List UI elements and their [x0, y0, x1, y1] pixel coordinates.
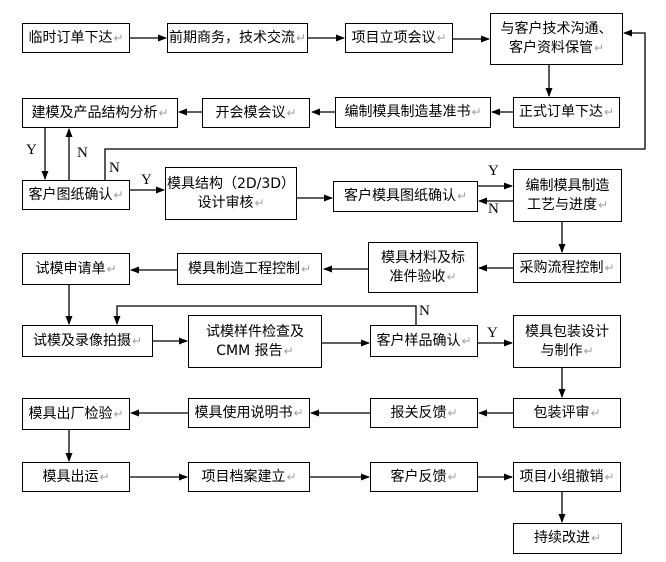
node-sample-confirm: 客户样品确认↵	[370, 325, 478, 357]
node-manufacture-control: 模具制造工程控制↵	[177, 253, 322, 285]
node-label: 正式订单下达	[518, 104, 603, 120]
node-formal-order: 正式订单下达↵	[513, 97, 620, 128]
paragraph-mark: ↵	[113, 187, 124, 202]
node-label: 前期商务，技术交流	[168, 29, 295, 46]
branch-label-yes-modeling-to-drawing: Y	[26, 142, 37, 158]
node-team-dissolution: 项目小组撤销↵	[513, 462, 621, 492]
paragraph-mark: ↵	[456, 189, 468, 203]
paragraph-mark: ↵	[604, 469, 615, 484]
branch-label-yes-sample-confirm: Y	[487, 325, 498, 341]
node-label: 采购流程控制	[519, 259, 604, 276]
node-customs-feedback: 报关反馈↵	[370, 398, 478, 428]
paragraph-mark: ↵	[583, 343, 594, 358]
paragraph-mark: ↵	[131, 333, 143, 348]
paragraph-mark: ↵	[597, 197, 609, 212]
node-label: 客户反馈	[390, 468, 447, 485]
node-mold-baseline: 编制模具制造基准书↵	[335, 97, 491, 128]
paragraph-mark: ↵	[286, 105, 297, 120]
node-package-design: 模具包装设计 与制作↵	[513, 315, 621, 368]
paragraph-mark: ↵	[604, 260, 615, 275]
paragraph-mark: ↵	[447, 405, 458, 420]
node-sample-cmm: 试模样件检查及 CMM 报告↵	[188, 315, 322, 368]
arrow-sample-confirm-no-to-trial-video	[113, 305, 417, 325]
node-label: 编制模具制造 工艺与进度	[525, 177, 610, 213]
paragraph-mark: ↵	[447, 469, 458, 484]
node-label: 建模及产品结构分析	[31, 104, 158, 121]
node-customer-feedback: 客户反馈↵	[370, 462, 478, 492]
branch-label-yes-mold-drawing: Y	[488, 163, 499, 179]
node-mold-meeting: 开会模会议↵	[202, 98, 310, 128]
node-label: 模具结构（2D/3D） 设计审核	[166, 175, 296, 211]
node-customer-mold-drawing-confirm: 客户模具图纸确认↵	[333, 181, 478, 212]
paragraph-mark: ↵	[300, 261, 312, 276]
paragraph-mark: ↵	[603, 105, 615, 119]
node-modeling-analysis: 建模及产品结构分析↵	[22, 98, 178, 128]
node-label: 试模申请单	[35, 260, 106, 277]
node-label: 试模样件检查及 CMM 报告	[206, 323, 304, 359]
paragraph-mark: ↵	[471, 105, 482, 119]
node-purchase-control: 采购流程控制↵	[513, 253, 621, 283]
node-label: 模具出运	[42, 468, 99, 485]
node-mold-manual: 模具使用说明书↵	[188, 398, 310, 428]
branch-label-no-sample-confirm: N	[419, 303, 430, 319]
node-trial-application: 试模申请单↵	[22, 253, 130, 285]
paragraph-mark: ↵	[461, 333, 472, 348]
paragraph-mark: ↵	[286, 469, 297, 484]
node-label: 客户模具图纸确认	[343, 188, 456, 204]
node-continuous-improvement: 持续改进↵	[513, 523, 622, 554]
paragraph-mark: ↵	[113, 406, 124, 421]
paragraph-mark: ↵	[593, 41, 605, 55]
paragraph-mark: ↵	[99, 469, 110, 484]
node-trial-video: 试模及录像拍摄↵	[22, 325, 153, 357]
paragraph-mark: ↵	[254, 195, 265, 210]
node-project-kickoff: 项目立项会议↵	[345, 23, 453, 53]
node-temp-order: 临时订单下达↵	[22, 23, 130, 53]
node-label: 客户样品确认	[376, 332, 461, 349]
branch-label-no-mold-drawing: N	[488, 201, 499, 217]
paragraph-mark: ↵	[293, 405, 304, 420]
node-package-review: 包装评审↵	[513, 398, 621, 428]
node-label: 编制模具制造基准书	[344, 104, 471, 120]
node-label: 试模及录像拍摄	[32, 332, 131, 349]
paragraph-mark: ↵	[283, 343, 294, 358]
paragraph-mark: ↵	[590, 531, 602, 545]
node-material-acceptance: 模具材料及标 准件验收↵	[368, 242, 478, 293]
paragraph-mark: ↵	[113, 30, 124, 45]
paragraph-mark: ↵	[446, 269, 457, 284]
paragraph-mark: ↵	[106, 261, 117, 276]
node-label: 客户图纸确认	[28, 186, 113, 203]
paragraph-mark: ↵	[590, 405, 601, 420]
node-factory-inspection: 模具出厂检验↵	[22, 398, 130, 430]
node-project-archive: 项目档案建立↵	[188, 462, 310, 492]
node-drawing-confirm: 客户图纸确认↵	[22, 180, 130, 210]
node-label: 模具包装设计 与制作	[525, 323, 609, 359]
node-label: 模具制造工程控制	[187, 260, 300, 277]
branch-label-no-drawing-to-modeling: N	[77, 145, 88, 161]
node-label: 临时订单下达	[28, 29, 113, 46]
node-label: 模具使用说明书	[194, 404, 293, 421]
node-process-schedule: 编制模具制造 工艺与进度↵	[513, 169, 622, 222]
branch-label-yes-drawing-to-review: Y	[141, 172, 152, 188]
node-label: 开会模会议	[215, 104, 286, 121]
node-label: 项目档案建立	[201, 468, 286, 485]
branch-label-no-drawing-to-comm: N	[109, 160, 120, 176]
node-mold-shipment: 模具出运↵	[22, 462, 130, 492]
arrow-drawing-confirm-no-to-customer-comm	[104, 29, 646, 180]
node-label: 模具出厂检验	[28, 405, 113, 422]
node-label: 报关反馈	[390, 404, 447, 421]
paragraph-mark: ↵	[436, 30, 447, 45]
node-label: 项目立项会议	[351, 29, 436, 46]
node-pre-business: 前期商务，技术交流↵	[167, 23, 308, 53]
node-label: 项目小组撤销	[519, 468, 604, 485]
node-label: 与客户技术沟通、 客户资料保管	[500, 21, 613, 56]
paragraph-mark: ↵	[158, 105, 169, 120]
paragraph-mark: ↵	[295, 30, 307, 45]
node-structure-review: 模具结构（2D/3D） 设计审核↵	[165, 167, 297, 220]
node-customer-comm: 与客户技术沟通、 客户资料保管↵	[490, 13, 623, 65]
node-label: 包装评审	[533, 404, 590, 421]
node-label: 模具材料及标 准件验收	[381, 249, 465, 285]
node-label: 持续改进	[533, 530, 590, 546]
